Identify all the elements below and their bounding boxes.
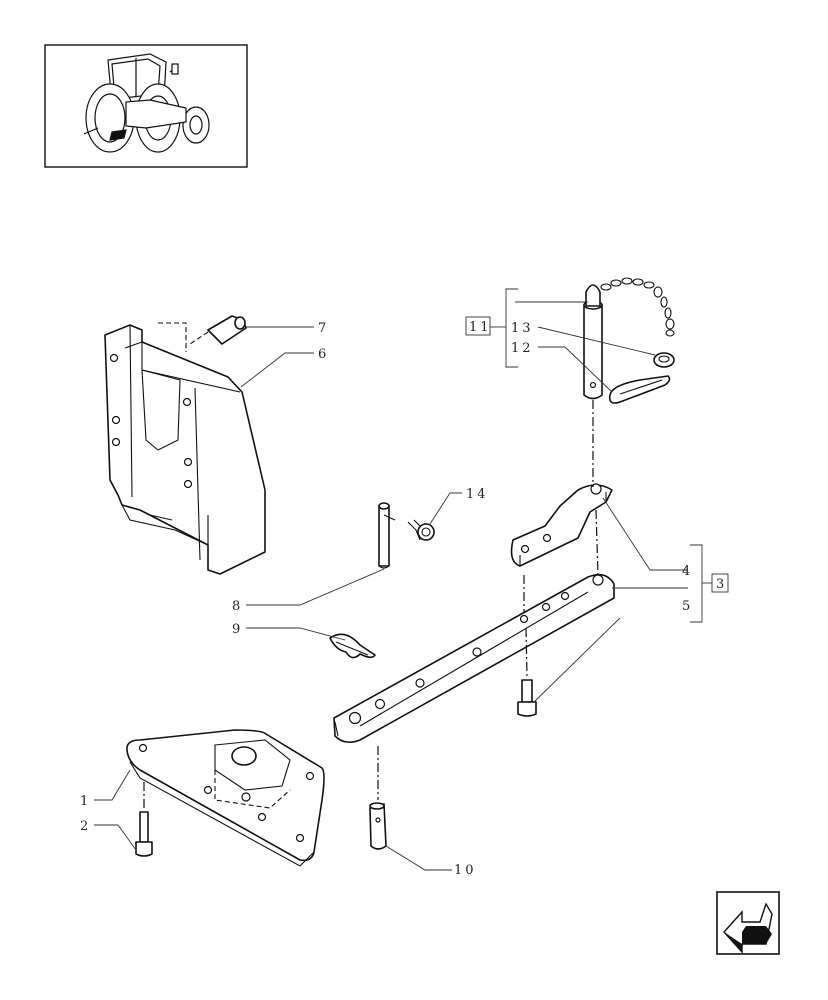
previous-page-button[interactable] — [716, 891, 780, 955]
part-8-pin — [378, 502, 396, 569]
callout-9: 9 — [232, 622, 243, 637]
part-4-offset-link — [510, 483, 613, 567]
assembly-axes — [143, 400, 599, 810]
callout-8: 8 — [232, 599, 243, 614]
callout-14: 14 — [466, 487, 489, 502]
callout-labels: 7 6 14 8 9 4 5 10 1 2 13 12 11 3 — [80, 316, 729, 878]
callout-5: 5 — [682, 599, 693, 614]
chain — [600, 277, 675, 337]
part-2-bolt — [135, 811, 153, 857]
callout-4: 4 — [682, 564, 693, 579]
tractor-rear-view-icon — [83, 53, 210, 153]
callout-10: 10 — [454, 863, 477, 878]
part-1-mounting-plate — [126, 729, 325, 867]
part-5-drawbar — [333, 573, 615, 744]
part-12-r-clip — [608, 375, 671, 404]
part-14-lynch-clip — [407, 519, 435, 541]
part-9-spring-pin — [329, 633, 376, 659]
previous-page-arrow-icon — [723, 902, 773, 954]
callout-3-box: 3 — [711, 573, 729, 593]
leader-lines — [94, 288, 712, 871]
callout-7: 7 — [318, 321, 329, 336]
part-13-washer — [653, 352, 675, 368]
part-11-pin-assembly — [583, 277, 675, 400]
part-6-support-bracket — [104, 322, 266, 575]
callout-6: 6 — [318, 347, 329, 362]
callout-13: 13 — [511, 321, 534, 336]
drawbar-bolt — [517, 679, 537, 717]
callout-2: 2 — [80, 819, 91, 834]
callout-12: 12 — [511, 341, 534, 356]
callout-1: 1 — [80, 794, 91, 809]
callout-11-box: 11 — [465, 316, 492, 336]
part-7-bolt — [189, 315, 247, 345]
callout-3: 3 — [716, 577, 727, 592]
part-10-pin — [369, 802, 387, 850]
callout-11: 11 — [469, 320, 492, 335]
tractor-thumbnail[interactable] — [44, 44, 248, 168]
